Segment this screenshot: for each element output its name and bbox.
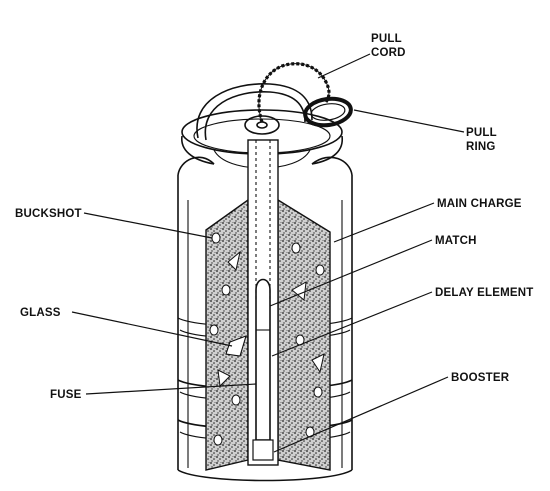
label-pull-ring-line2: RING	[466, 141, 496, 153]
leader-pull-ring	[353, 109, 465, 133]
label-pull-cord-line2: CORD	[371, 47, 406, 59]
label-delay-element: DELAY ELEMENT	[435, 287, 533, 299]
label-pull-ring-line1: PULL	[466, 127, 497, 139]
leader-fuse	[85, 383, 257, 395]
leader-delay-element	[271, 291, 433, 357]
leader-lines	[71, 53, 465, 453]
label-match: MATCH	[435, 235, 477, 247]
label-glass: GLASS	[20, 307, 61, 319]
leader-buckshot	[83, 212, 213, 239]
leader-pull-cord	[317, 53, 371, 79]
leader-booster	[273, 376, 449, 453]
leader-match	[269, 239, 433, 307]
pull-cord	[257, 62, 331, 123]
label-main-charge: MAIN CHARGE	[437, 198, 522, 210]
labels: PULL CORD PULL RING BUCKSHOT MAIN CHARGE…	[15, 33, 533, 401]
label-pull-cord-line1: PULL	[371, 33, 402, 45]
pull-ring	[303, 96, 353, 128]
leader-glass	[71, 311, 233, 347]
label-booster: BOOSTER	[451, 372, 510, 384]
cutaway-section	[205, 139, 331, 471]
leader-main-charge	[333, 202, 435, 243]
label-buckshot: BUCKSHOT	[15, 208, 82, 220]
label-fuse: FUSE	[50, 389, 82, 401]
